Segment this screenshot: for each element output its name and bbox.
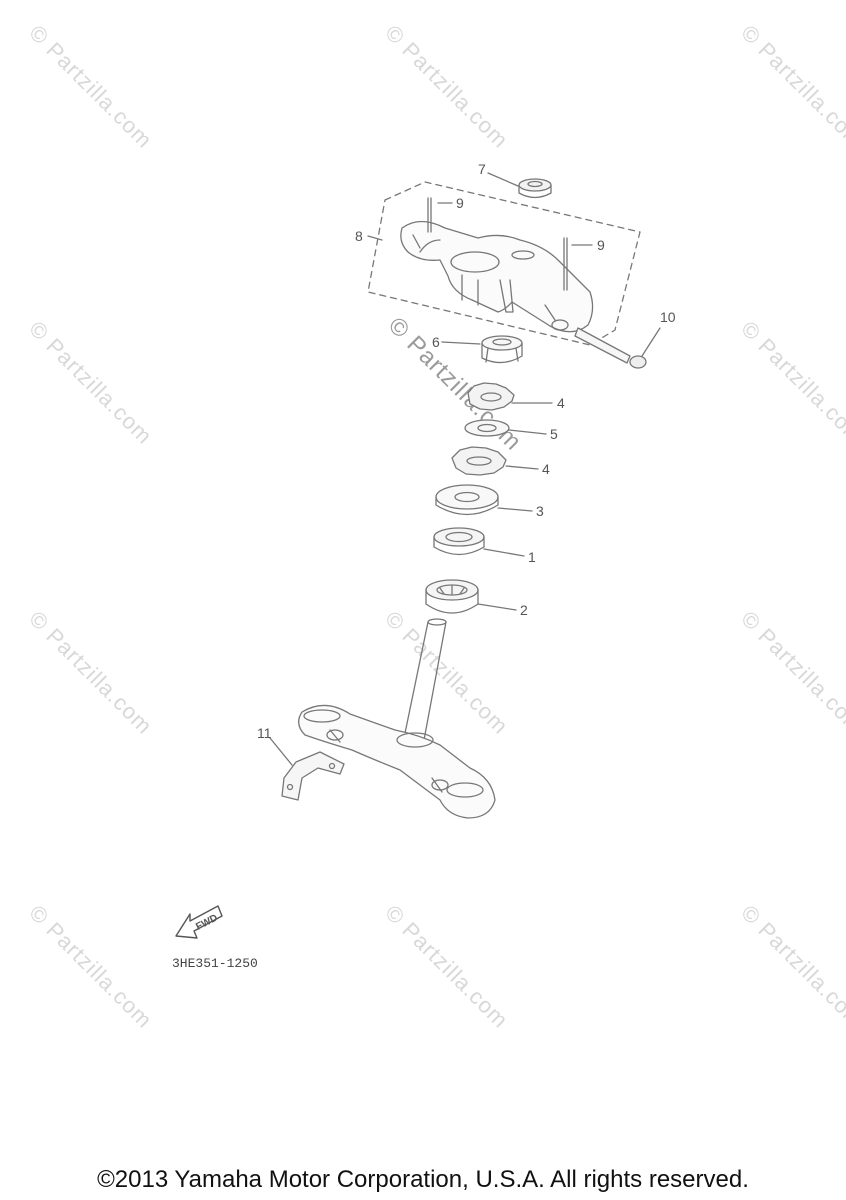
callout-9-upper: 9 (456, 195, 464, 211)
copyright-notice: ©2013 Yamaha Motor Corporation, U.S.A. A… (97, 1166, 749, 1193)
callout-4-lower: 4 (542, 461, 550, 477)
callout-4-upper: 4 (557, 395, 565, 411)
callout-5: 5 (550, 426, 558, 442)
callout-11: 11 (257, 725, 272, 741)
callout-7: 7 (478, 161, 486, 177)
lower-bracket (298, 618, 496, 819)
diagram-part-code: 3HE351-1250 (172, 956, 258, 971)
crown-nut (518, 178, 552, 199)
callout-6: 6 (432, 334, 440, 350)
bearing-lower (425, 579, 479, 614)
callout-10: 10 (660, 309, 676, 325)
assembly-boundary (367, 181, 641, 346)
callout-9-lower: 9 (597, 237, 605, 253)
bearing-upper (433, 527, 485, 556)
fwd-label: FWD (194, 913, 219, 933)
lock-washer (481, 335, 523, 364)
pin-upper-right (563, 237, 568, 291)
ring-nut-upper (467, 382, 515, 411)
bearing-cover (435, 484, 499, 516)
callout-2: 2 (520, 602, 528, 618)
ring-nut-lower (451, 446, 507, 476)
callout-1: 1 (528, 549, 536, 565)
callout-8: 8 (355, 228, 363, 244)
pinch-bolt (574, 327, 647, 369)
washer (464, 419, 510, 437)
pin-upper-left (427, 197, 432, 233)
callout-3: 3 (536, 503, 544, 519)
upper-bracket (400, 220, 594, 333)
hose-bracket (281, 751, 345, 801)
forward-arrow-icon: FWD (175, 905, 223, 939)
